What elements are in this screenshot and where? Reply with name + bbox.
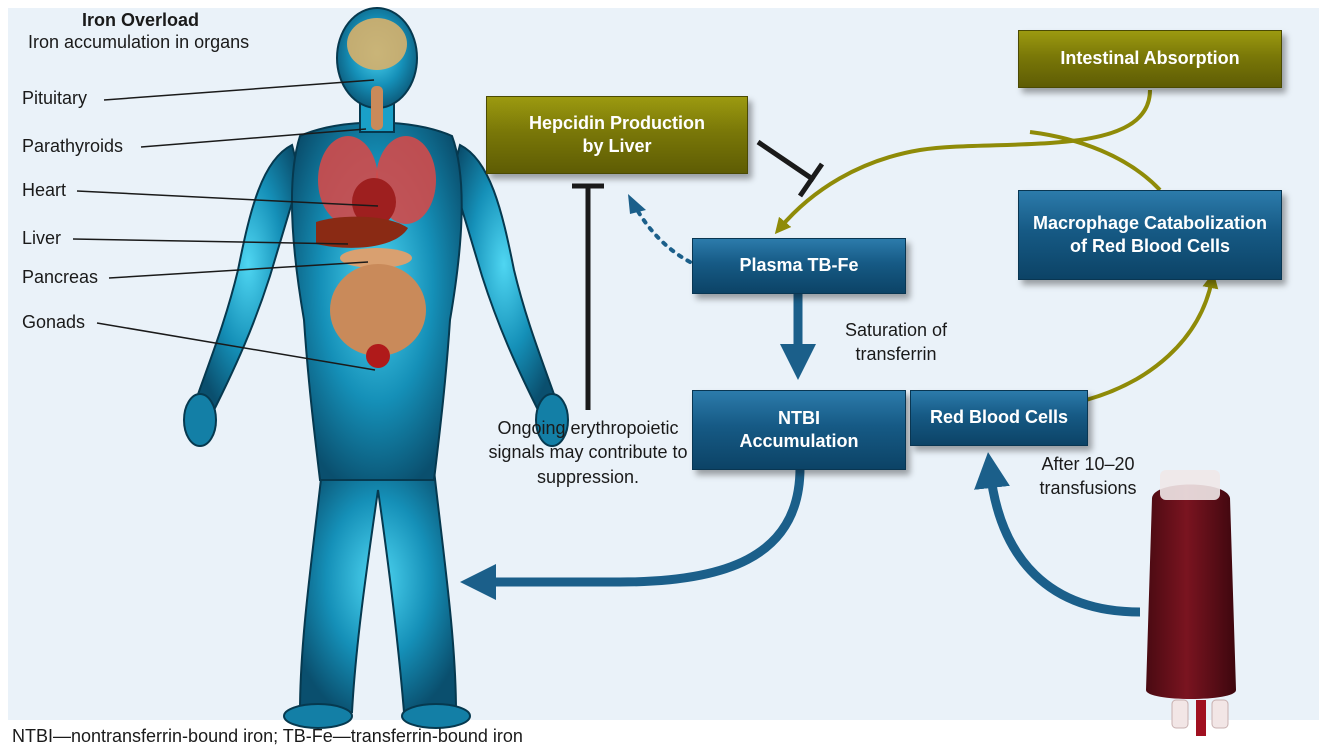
organ-label-heart: Heart bbox=[22, 180, 66, 201]
organ-label-pituitary: Pituitary bbox=[22, 88, 87, 109]
organ-label-pancreas: Pancreas bbox=[22, 267, 98, 288]
iron-overload-subtitle: Iron accumulation in organs bbox=[28, 32, 249, 53]
erythropoietic-suppression-line bbox=[572, 186, 604, 410]
plasma-to-hepcidin-dotted-arrow bbox=[636, 208, 690, 262]
hepcidin-inhibits-plasma bbox=[758, 142, 822, 196]
transfusions-note: After 10–20 transfusions bbox=[1036, 452, 1140, 501]
erythropoietic-note: Ongoing erythropoietic signals may contr… bbox=[480, 416, 696, 489]
saturation-note: Saturation of transferrin bbox=[836, 318, 956, 367]
rbc-to-macrophage-arrow bbox=[1086, 280, 1212, 400]
organ-label-liver: Liver bbox=[22, 228, 61, 249]
macrophage-box-label: Macrophage Catabolization of Red Blood C… bbox=[1030, 212, 1270, 259]
organ-label-parathyroids: Parathyroids bbox=[22, 136, 123, 157]
blood-bag-icon bbox=[1146, 470, 1236, 736]
red-blood-cells-box: Red Blood Cells bbox=[910, 390, 1088, 446]
footnote: NTBI—nontransferrin-bound iron; TB-Fe—tr… bbox=[12, 726, 523, 747]
hepcidin-box: Hepcidin Production by Liver bbox=[486, 96, 748, 174]
hepcidin-box-label: Hepcidin Production by Liver bbox=[517, 112, 717, 159]
macrophage-to-intestinal-curve bbox=[1030, 132, 1160, 190]
plasma-tbfe-label: Plasma TB-Fe bbox=[739, 254, 858, 277]
plasma-tbfe-box: Plasma TB-Fe bbox=[692, 238, 906, 294]
dotted-arrowhead bbox=[628, 194, 646, 214]
organ-label-gonads: Gonads bbox=[22, 312, 85, 333]
macrophage-box: Macrophage Catabolization of Red Blood C… bbox=[1018, 190, 1282, 280]
red-blood-cells-label: Red Blood Cells bbox=[930, 406, 1068, 429]
intestinal-absorption-label: Intestinal Absorption bbox=[1060, 47, 1239, 70]
intestinal-absorption-box: Intestinal Absorption bbox=[1018, 30, 1282, 88]
ntbi-box: NTBI Accumulation bbox=[692, 390, 906, 470]
ntbi-box-label: NTBI Accumulation bbox=[734, 407, 864, 454]
iron-overload-title: Iron Overload bbox=[82, 10, 199, 31]
